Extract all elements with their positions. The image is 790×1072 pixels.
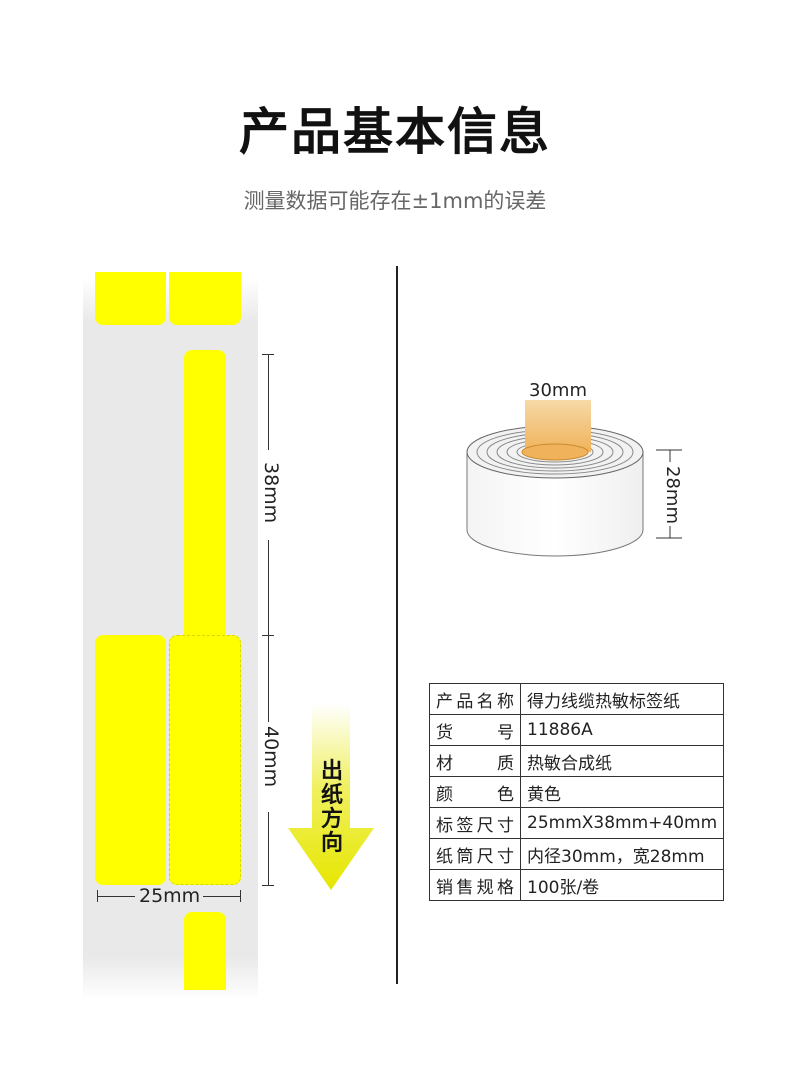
dim-core-30mm: 30mm xyxy=(529,380,587,401)
table-row: 货号 11886A xyxy=(429,714,725,746)
label-tail xyxy=(184,350,226,650)
spec-value: 黄色 xyxy=(519,776,725,808)
dim-gap-38 xyxy=(258,450,280,540)
page-subtitle: 测量数据可能存在±1mm的误差 xyxy=(243,189,547,213)
spec-value: 25mmX38mm+40mm xyxy=(519,807,725,839)
dim-38mm: 38mm xyxy=(260,462,282,524)
spec-key: 材质 xyxy=(429,745,521,777)
label-bottom-tail xyxy=(184,912,226,990)
dim-40mm: 40mm xyxy=(260,726,282,788)
table-row: 产品名称 得力线缆热敏标签纸 xyxy=(429,683,725,715)
spec-key: 货号 xyxy=(429,714,521,746)
table-row: 标签尺寸 25mmX38mm+40mm xyxy=(429,807,725,839)
label-top-left xyxy=(95,272,166,325)
label-flag-left xyxy=(95,635,166,885)
spec-key: 销售规格 xyxy=(429,869,521,901)
table-row: 销售规格 100张/卷 xyxy=(429,869,725,901)
paper-out-arrow-icon xyxy=(288,704,374,890)
table-row: 纸筒尺寸 内径30mm，宽28mm xyxy=(429,838,725,870)
spec-key: 标签尺寸 xyxy=(429,807,521,839)
spec-key: 纸筒尺寸 xyxy=(429,838,521,870)
spec-value: 11886A xyxy=(519,714,725,746)
spec-value: 得力线缆热敏标签纸 xyxy=(519,683,725,715)
spec-key: 颜色 xyxy=(429,776,521,808)
dim-25mm: 25mm xyxy=(139,885,201,907)
dim-tick-bottom xyxy=(262,885,274,886)
dim-width-tick-right xyxy=(240,890,241,902)
dim-gap-40 xyxy=(258,722,280,812)
dim-tick-top xyxy=(262,354,274,355)
spec-value: 100张/卷 xyxy=(519,869,725,901)
label-flag-right xyxy=(169,635,241,885)
spec-key: 产品名称 xyxy=(429,683,521,715)
dim-roll-28mm: 28mm xyxy=(662,466,683,524)
dim-width-tick-left xyxy=(97,890,98,902)
dim-tick-mid xyxy=(262,635,274,636)
dim-width-line-right xyxy=(203,896,241,897)
label-top-right xyxy=(169,272,241,325)
dim-width-line-left xyxy=(97,896,135,897)
dim-line-vertical xyxy=(268,354,269,885)
spec-value: 内径30mm，宽28mm xyxy=(519,838,725,870)
page-title: 产品基本信息 xyxy=(239,103,551,161)
section-divider xyxy=(396,266,398,984)
table-row: 材质 热敏合成纸 xyxy=(429,745,725,777)
spec-value: 热敏合成纸 xyxy=(519,745,725,777)
spec-table: 产品名称 得力线缆热敏标签纸 货号 11886A 材质 热敏合成纸 颜色 黄色 … xyxy=(429,683,725,901)
table-row: 颜色 黄色 xyxy=(429,776,725,808)
label-roll-illustration xyxy=(466,400,682,557)
paper-direction-text: 出 纸 方 向 xyxy=(320,759,343,856)
